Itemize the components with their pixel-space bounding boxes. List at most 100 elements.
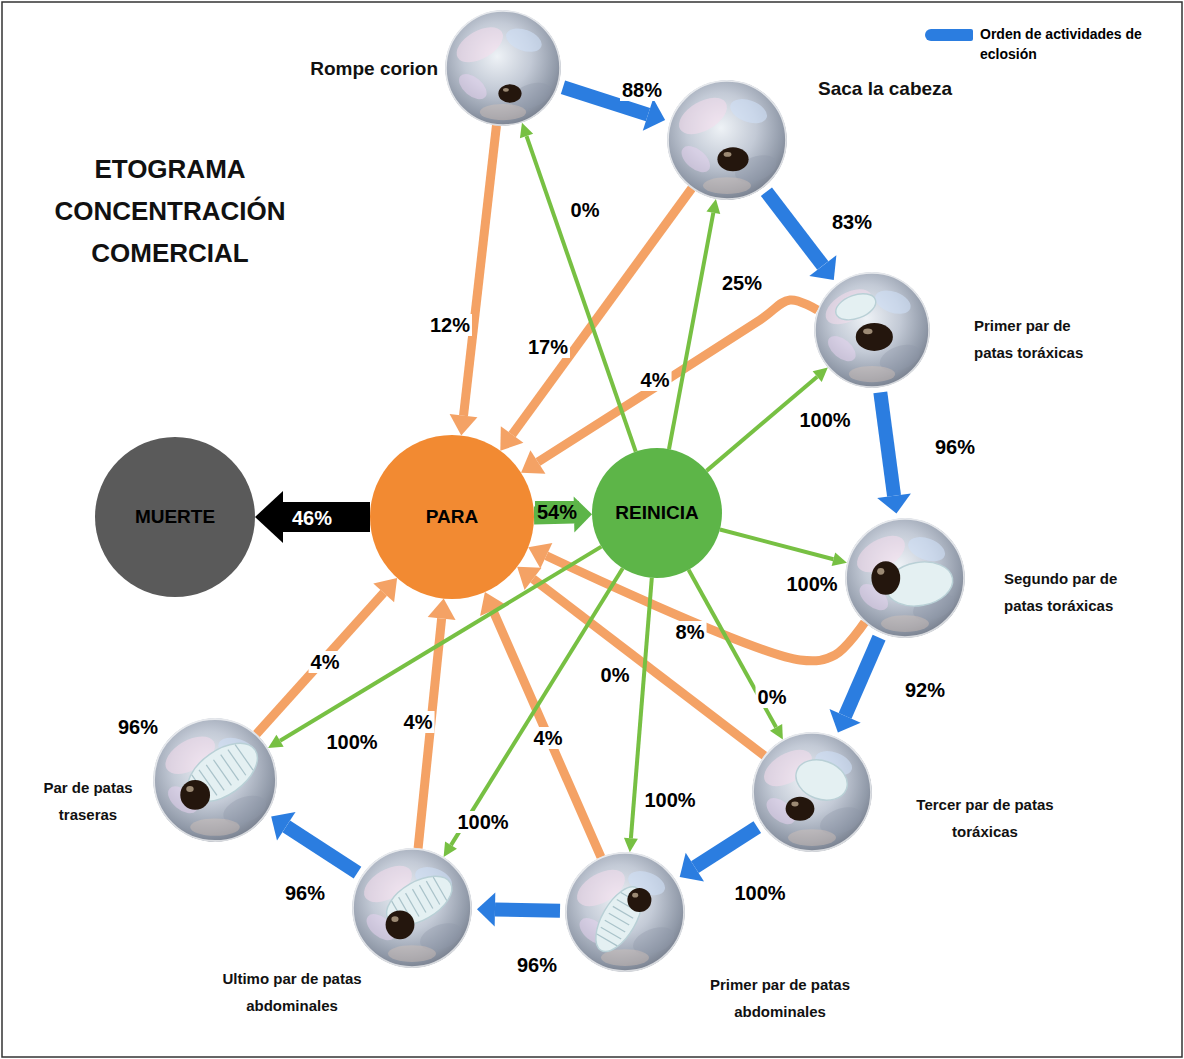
percentage-label: 12% [428, 314, 472, 336]
head-highlight [632, 893, 638, 898]
larva-body [586, 880, 651, 959]
circle-text-holder: MUERTE [95, 437, 255, 597]
photo-ground [667, 80, 787, 200]
sequence-arrow [286, 826, 357, 872]
larva-segment [433, 877, 446, 900]
photo-ground [814, 272, 930, 388]
photo-rim [353, 849, 471, 967]
larva-head [717, 147, 748, 171]
percentage-label: 4% [309, 651, 342, 673]
stage-photo-circle: Rompe corion [445, 10, 561, 126]
transition-arrow [720, 529, 834, 559]
photo-rim [815, 273, 929, 387]
percentage-label: 88% [620, 79, 664, 101]
stage-photo-circle: Tercer par de patas toráxicas [752, 732, 872, 852]
label-holder: Segundo par de patas toráxicas [1004, 565, 1154, 619]
percentage-label: 8% [674, 621, 707, 643]
label-holder: Primer par de patas toráxicas [974, 312, 1114, 366]
transition-arrow [512, 188, 692, 434]
larva-segment [605, 920, 625, 932]
chorion-sheen [788, 829, 836, 846]
percentage-label: 100% [642, 789, 697, 811]
stage-photo-circle: Segundo par de patas toráxicas [845, 518, 965, 638]
percentage-label: 0% [756, 686, 789, 708]
larva-head [856, 323, 893, 351]
stage-photo-circle: Ultimo par de patas abdominales [352, 848, 472, 968]
sequence-arrow [845, 638, 879, 716]
sequence-arrow [880, 392, 894, 495]
photo-ground [565, 852, 685, 972]
photo-rim [668, 81, 786, 199]
head-highlight [791, 802, 798, 807]
percentage-label: 54% [535, 501, 579, 523]
photo-illustration [814, 272, 930, 388]
transition-arrow [464, 126, 497, 416]
stage-label: Tercer par de patas toráxicas [910, 791, 1060, 845]
chorion-sheen [727, 94, 770, 127]
photo-illustration [667, 80, 787, 200]
percentage-label: 4% [532, 727, 565, 749]
stage-label: Primer par de patas abdominales [700, 971, 860, 1025]
larva-body [177, 732, 268, 814]
percentage-label: 0% [599, 664, 632, 686]
percentage-label: 92% [903, 679, 947, 701]
percentage-label: 4% [639, 369, 672, 391]
chorion-sheen [454, 69, 491, 104]
state-circle: MUERTE [95, 437, 255, 597]
larva-segment [597, 934, 617, 946]
circle-fill [370, 435, 534, 599]
state-label: MUERTE [135, 506, 215, 528]
chorion-sheen [673, 90, 733, 141]
chorion-sheen [480, 104, 526, 120]
photo-illustration [752, 732, 872, 852]
chorion-sheen [388, 945, 436, 962]
label-holder: Saca la cabeza [818, 77, 1008, 101]
percentage-label: 25% [720, 272, 764, 294]
head-highlight [863, 329, 872, 335]
chorion-sheen [190, 818, 240, 835]
head-highlight [391, 916, 398, 922]
photo-illustration [352, 848, 472, 968]
percentage-label: 0% [569, 199, 602, 221]
label-holder: Par de patas traseras [30, 774, 146, 828]
percentage-label: 96% [515, 954, 559, 976]
larva-segment [221, 755, 239, 781]
larva-head [386, 910, 415, 939]
stage-photo-circle: Saca la cabeza [667, 80, 787, 200]
percentage-label: 4% [402, 711, 435, 733]
chorion-sheen [849, 366, 895, 382]
larva-segment [601, 927, 621, 939]
transition-arrow [538, 300, 818, 462]
stage-label: Primer par de patas toráxicas [974, 312, 1114, 366]
larva-body [832, 289, 879, 325]
chorion-sheen [703, 177, 751, 194]
larva-head [498, 84, 521, 103]
transition-arrow [669, 213, 713, 449]
photo-illustration [153, 718, 277, 842]
photo-illustration [565, 852, 685, 972]
percentage-label: 17% [526, 336, 570, 358]
percentage-label: 96% [933, 436, 977, 458]
circle-text-holder: PARA [370, 435, 534, 599]
percentage-label: 96% [116, 716, 160, 738]
stage-label: Saca la cabeza [818, 77, 1008, 101]
sequence-arrow [695, 827, 757, 867]
diagram-title: ETOGRAMA CONCENTRACIÓN COMERCIAL [20, 148, 320, 274]
chorion-sheen [881, 615, 929, 632]
percentage-label: 100% [797, 409, 852, 431]
larva-head [180, 780, 210, 810]
legend-text: Orden de actividades de eclosión [980, 24, 1160, 64]
larva-segment [213, 760, 231, 786]
transition-arrow [283, 502, 370, 532]
chorion-sheen [872, 286, 914, 318]
stage-photo-circle: Par de patas traseras [153, 718, 277, 842]
stage-label: Segundo par de patas toráxicas [1004, 565, 1154, 619]
photo-rim [446, 11, 560, 125]
stage-label: Ultimo par de patas abdominales [212, 965, 372, 1019]
percentage-label: 96% [283, 882, 327, 904]
state-label: REINICIA [615, 502, 698, 524]
chorion-sheen [503, 24, 545, 56]
percentage-label: 46% [290, 507, 334, 529]
photo-illustration [445, 10, 561, 126]
